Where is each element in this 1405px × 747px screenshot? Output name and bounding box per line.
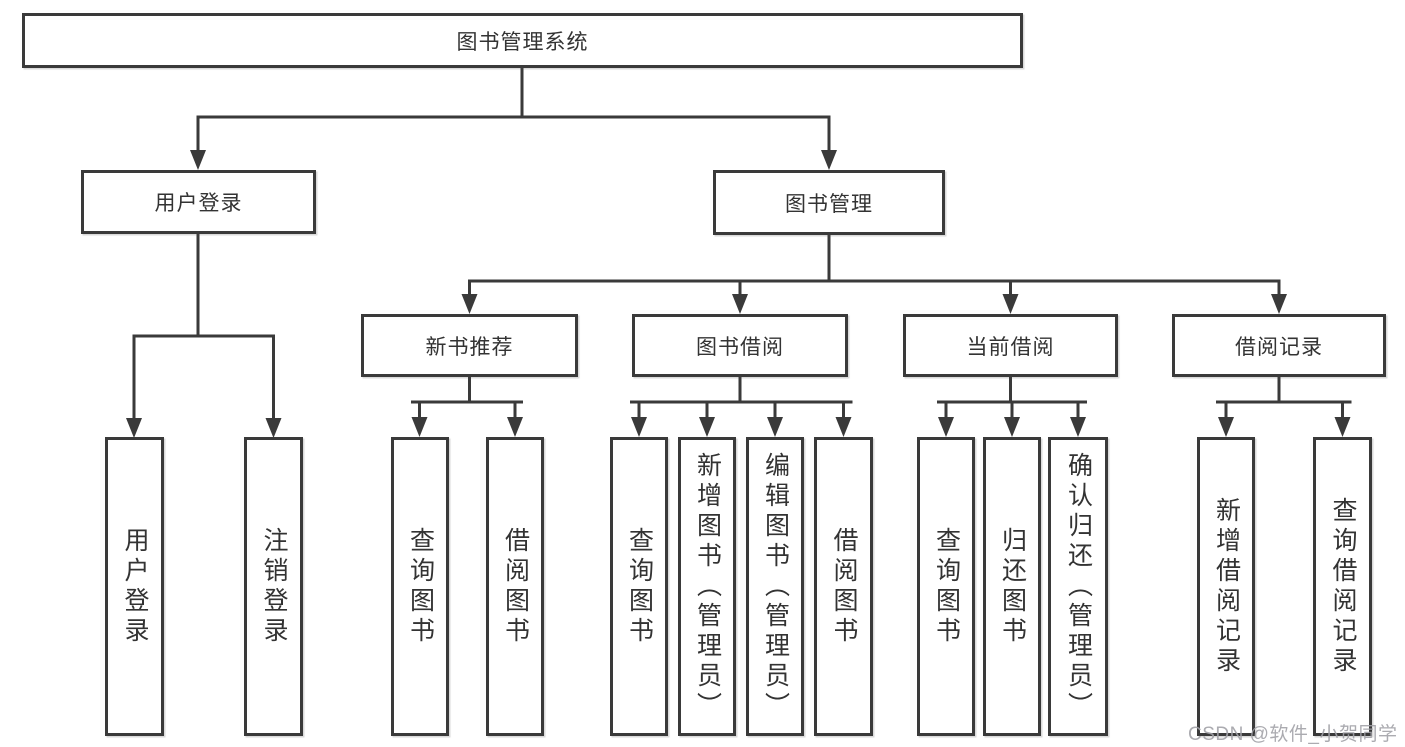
leaf-add-borrow-record: 新增借阅记录	[1197, 437, 1255, 736]
leaf-label: 用户登录	[121, 526, 149, 647]
leaf-query-borrow-record: 查询借阅记录	[1313, 437, 1372, 736]
leaf-confirm-return-admin: 确认归还（管理员）	[1048, 437, 1108, 736]
leaf-borrow-books: 借阅图书	[814, 437, 873, 736]
connector-path	[132, 68, 1352, 420]
node-new-book-recommend-label: 新书推荐	[425, 335, 514, 359]
node-user-login-label: 用户登录	[154, 192, 243, 215]
node-current-borrow-label: 当前借阅	[966, 335, 1055, 359]
leaf-label: 查询图书	[625, 526, 654, 647]
leaf-query-books-borrow: 查询图书	[610, 437, 668, 736]
csdn-watermark: CSDN @软件_小贺同学	[1188, 724, 1398, 745]
node-borrow-records: 借阅记录	[1172, 314, 1386, 377]
node-root-label: 图书管理系统	[456, 30, 589, 54]
arrowheads	[126, 150, 1351, 438]
leaf-query-books-recommend: 查询图书	[391, 437, 449, 736]
leaf-label: 新增图书（管理员）	[693, 451, 722, 722]
leaf-label: 编辑图书（管理员）	[761, 451, 790, 722]
leaf-add-book-admin: 新增图书（管理员）	[678, 437, 736, 736]
leaf-label: 新增借阅记录	[1212, 496, 1241, 677]
node-book-borrow-label: 图书借阅	[696, 335, 784, 359]
node-book-management: 图书管理	[713, 170, 945, 235]
leaf-user-login: 用户登录	[105, 437, 164, 736]
leaf-label: 归还图书	[998, 526, 1027, 647]
leaf-label: 确认归还（管理员）	[1064, 451, 1093, 722]
leaf-borrow-books-recommend: 借阅图书	[486, 437, 544, 736]
leaf-logout: 注销登录	[244, 437, 303, 736]
leaf-edit-book-admin: 编辑图书（管理员）	[746, 437, 804, 736]
leaf-label: 查询图书	[932, 526, 961, 647]
node-new-book-recommend: 新书推荐	[361, 314, 578, 377]
leaf-query-books-current: 查询图书	[917, 437, 975, 736]
node-borrow-records-label: 借阅记录	[1235, 335, 1323, 359]
leaf-label: 查询借阅记录	[1329, 496, 1357, 677]
leaf-label: 查询图书	[406, 526, 435, 647]
leaf-label: 借阅图书	[830, 526, 858, 647]
leaf-label: 借阅图书	[501, 526, 530, 647]
node-book-borrow: 图书借阅	[632, 314, 848, 377]
leaf-label: 注销登录	[260, 526, 288, 647]
node-current-borrow: 当前借阅	[903, 314, 1118, 377]
leaf-return-book: 归还图书	[983, 437, 1041, 736]
node-user-login: 用户登录	[81, 170, 316, 234]
node-book-management-label: 图书管理	[785, 192, 873, 216]
node-root: 图书管理系统	[22, 13, 1023, 68]
